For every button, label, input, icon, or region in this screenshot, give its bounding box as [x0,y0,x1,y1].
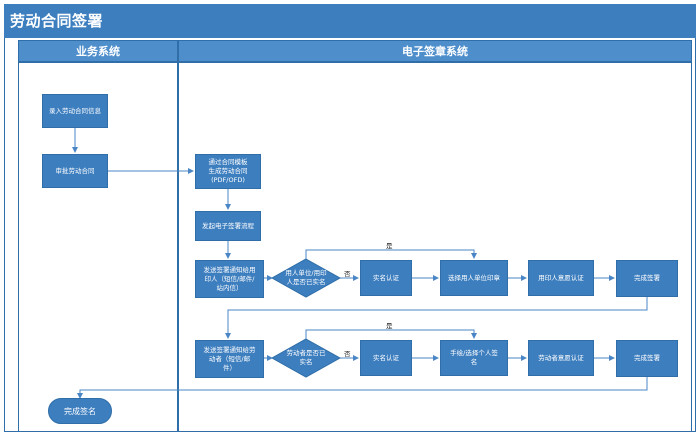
lane-header-esign: 电子签章系统 [178,40,692,62]
node-complete-2-label: 完成签署 [634,354,660,362]
decision-worker-label: 劳动者是否已 实名 [286,349,326,366]
node-notify-employer: 发送签署通知给用 印人（短信/邮件/ 站内信） [195,260,264,298]
node-verify-1-label: 实名认证 [373,273,399,282]
lane-header-business: 业务系统 [18,40,178,62]
node-verify-1: 实名认证 [360,260,412,296]
decision-employer-label: 用人单位/用印 人是否已实名 [285,269,327,286]
node-initiate-flow-label: 发起电子签署流程 [202,221,254,230]
node-verify-2-label: 实名认证 [373,353,399,362]
node-enter-contract-info: 录入劳动合同信息 [42,94,108,128]
lane-headers: 业务系统 电子签章系统 [18,40,692,62]
node-choose-seal-label: 选择用人单位印章 [448,273,500,282]
title-bar: 劳动合同签署 [4,4,696,38]
node-complete-2: 完成签署 [616,340,678,377]
node-notify-worker: 发送签署通知给劳 动者（短信/邮 件） [195,340,264,378]
node-enter-contract-info-label: 录入劳动合同信息 [49,106,101,115]
node-worker-auth: 劳动者意愿认证 [528,340,594,376]
node-worker-auth-label: 劳动者意愿认证 [538,353,584,362]
node-finish-signing: 完成签名 [48,398,112,424]
node-notify-employer-label: 发送签署通知给用 印人（短信/邮件/ 站内信） [203,265,256,292]
node-handwrite-signature-label: 手绘/选择个人签 名 [450,349,498,366]
node-notify-worker-label: 发送签署通知给劳 动者（短信/邮 件） [203,345,256,372]
diagram-title: 劳动合同签署 [10,12,104,30]
node-generate-contract-label: 通过合同模板 生成劳动合同 (PDF/OFD) [208,158,248,184]
node-generate-contract: 通过合同模板 生成劳动合同 (PDF/OFD) [195,154,261,189]
node-initiate-flow: 发起电子签署流程 [195,211,261,241]
node-verify-2: 实名认证 [360,340,412,376]
node-seal-auth: 用印人意愿认证 [528,260,594,296]
node-seal-auth-label: 用印人意愿认证 [538,273,584,282]
node-complete-1: 完成签署 [616,260,678,297]
node-choose-seal: 选择用人单位印章 [440,260,508,296]
node-complete-1-label: 完成签署 [634,274,660,282]
node-handwrite-signature: 手绘/选择个人签 名 [440,340,508,376]
node-finish-signing-label: 完成签名 [64,406,96,416]
node-review-contract: 审批劳动合同 [42,154,108,188]
node-review-contract-label: 审批劳动合同 [55,166,95,175]
